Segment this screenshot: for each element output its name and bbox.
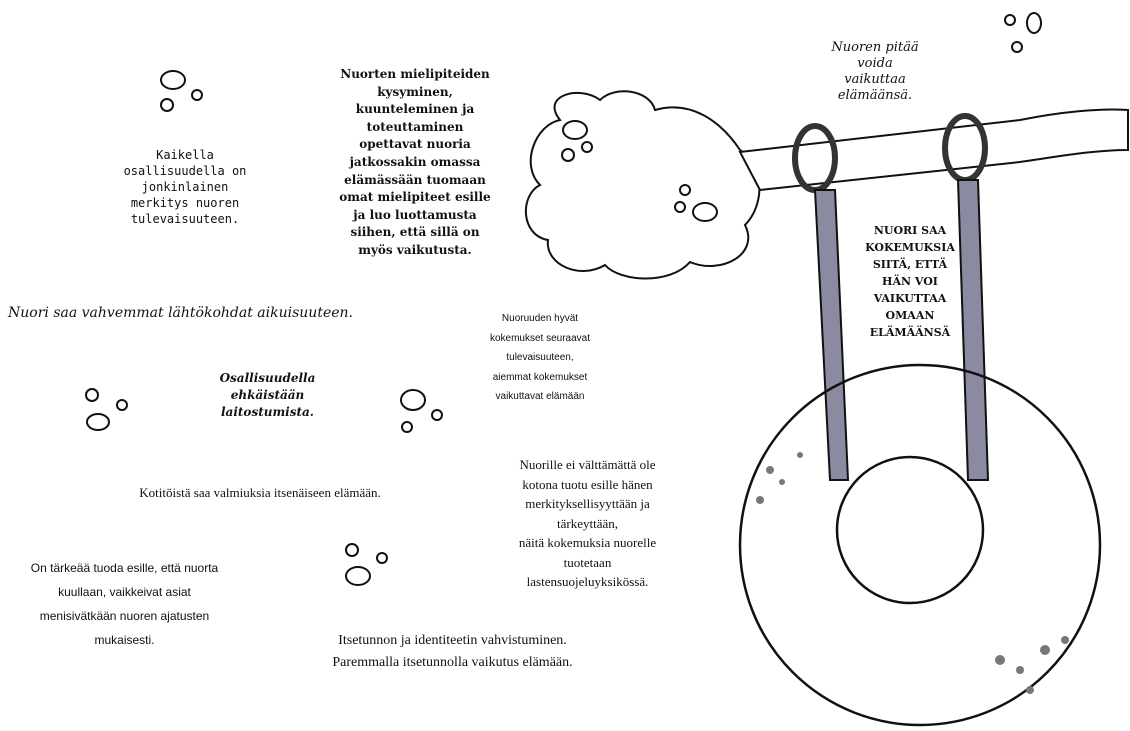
bubbles-bottom bbox=[345, 543, 388, 586]
kotitoista-text: Kotitöistä saa valmiuksia itsenäiseen el… bbox=[139, 485, 381, 500]
tire-inner bbox=[835, 455, 985, 605]
nuori-vahvemmat-text: Nuori saa vahvemmat lähtökohdat aikuisuu… bbox=[8, 305, 353, 321]
bubbles-top-left bbox=[160, 70, 203, 112]
rope-right bbox=[956, 179, 990, 481]
bubbles-cloud bbox=[561, 120, 718, 222]
tire-speckles bbox=[756, 452, 1069, 694]
cloud-shape bbox=[525, 90, 761, 280]
bubbles-mid-right bbox=[400, 389, 443, 433]
rope-left bbox=[813, 189, 850, 481]
itsetunnon-text: Itsetunnon ja identiteetin vahvistuminen… bbox=[332, 633, 573, 670]
branch bbox=[738, 108, 1129, 192]
bubbles-mid-left bbox=[85, 388, 128, 431]
bubbles-top-right bbox=[1004, 12, 1042, 53]
tire-outer bbox=[738, 363, 1102, 727]
